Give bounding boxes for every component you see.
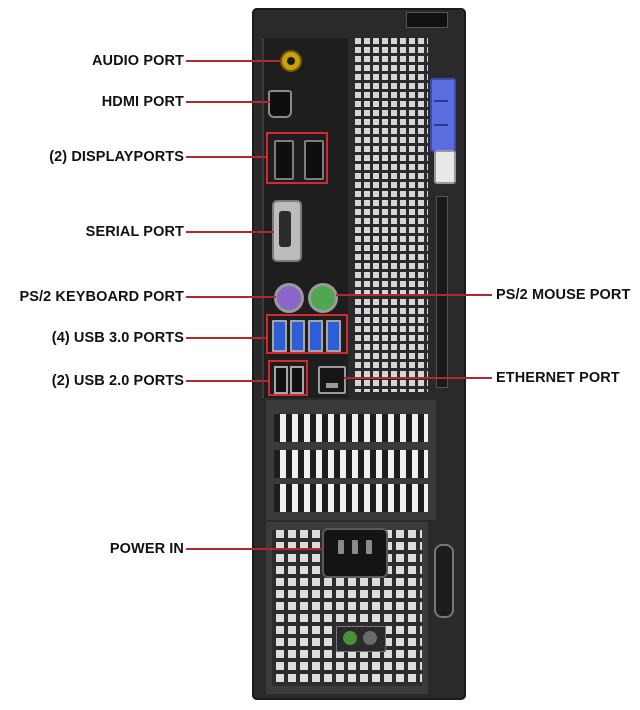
side-slot xyxy=(436,196,448,388)
rear-vent-grille xyxy=(352,38,428,392)
psu-diagnostic-led xyxy=(336,626,386,652)
displayports-label: (2) DISPLAYPORTS xyxy=(49,148,184,166)
serial-leader-line xyxy=(186,231,274,233)
cable-cover-slot xyxy=(434,544,454,618)
power-in-leader-line xyxy=(186,548,324,550)
displayports-leader-line xyxy=(186,156,266,158)
usb3-highlight xyxy=(266,314,348,354)
displayports-highlight xyxy=(266,132,328,184)
expansion-slot xyxy=(274,414,428,442)
power-in-socket xyxy=(322,528,388,578)
hdmi-leader-line xyxy=(186,101,270,103)
usb3-leader-line xyxy=(186,337,266,339)
ethernet-port-icon xyxy=(318,366,346,394)
expansion-slots xyxy=(266,400,436,520)
ps2-keyboard-port-icon xyxy=(274,283,304,313)
audio-jack-icon xyxy=(280,50,302,72)
ps2-mouse-port-icon xyxy=(308,283,338,313)
usb2-leader-line xyxy=(186,380,268,382)
usb3-ports-label: (4) USB 3.0 PORTS xyxy=(52,329,184,347)
usb2-highlight xyxy=(268,360,308,396)
ps2-mouse-leader-line xyxy=(336,294,492,296)
power-in-label: POWER IN xyxy=(110,540,184,558)
ps2-keyboard-port-label: PS/2 KEYBOARD PORT xyxy=(19,288,184,306)
audio-leader-line xyxy=(186,60,282,62)
hdmi-port-label: HDMI PORT xyxy=(102,93,184,111)
padlock-ring xyxy=(434,150,456,184)
usb2-ports-label: (2) USB 2.0 PORTS xyxy=(52,372,184,390)
ps2-mouse-port-label: PS/2 MOUSE PORT xyxy=(496,286,630,304)
audio-port-label: AUDIO PORT xyxy=(92,52,184,70)
serial-port-icon xyxy=(272,200,302,262)
top-latch xyxy=(406,12,448,28)
ps2-keyboard-leader-line xyxy=(186,296,276,298)
serial-port-label: SERIAL PORT xyxy=(86,223,184,241)
release-handle xyxy=(430,78,456,152)
expansion-slot xyxy=(274,450,428,478)
hdmi-port-icon xyxy=(268,90,292,118)
ethernet-port-label: ETHERNET PORT xyxy=(496,369,620,387)
ethernet-leader-line xyxy=(344,377,492,379)
expansion-slot xyxy=(274,484,428,512)
